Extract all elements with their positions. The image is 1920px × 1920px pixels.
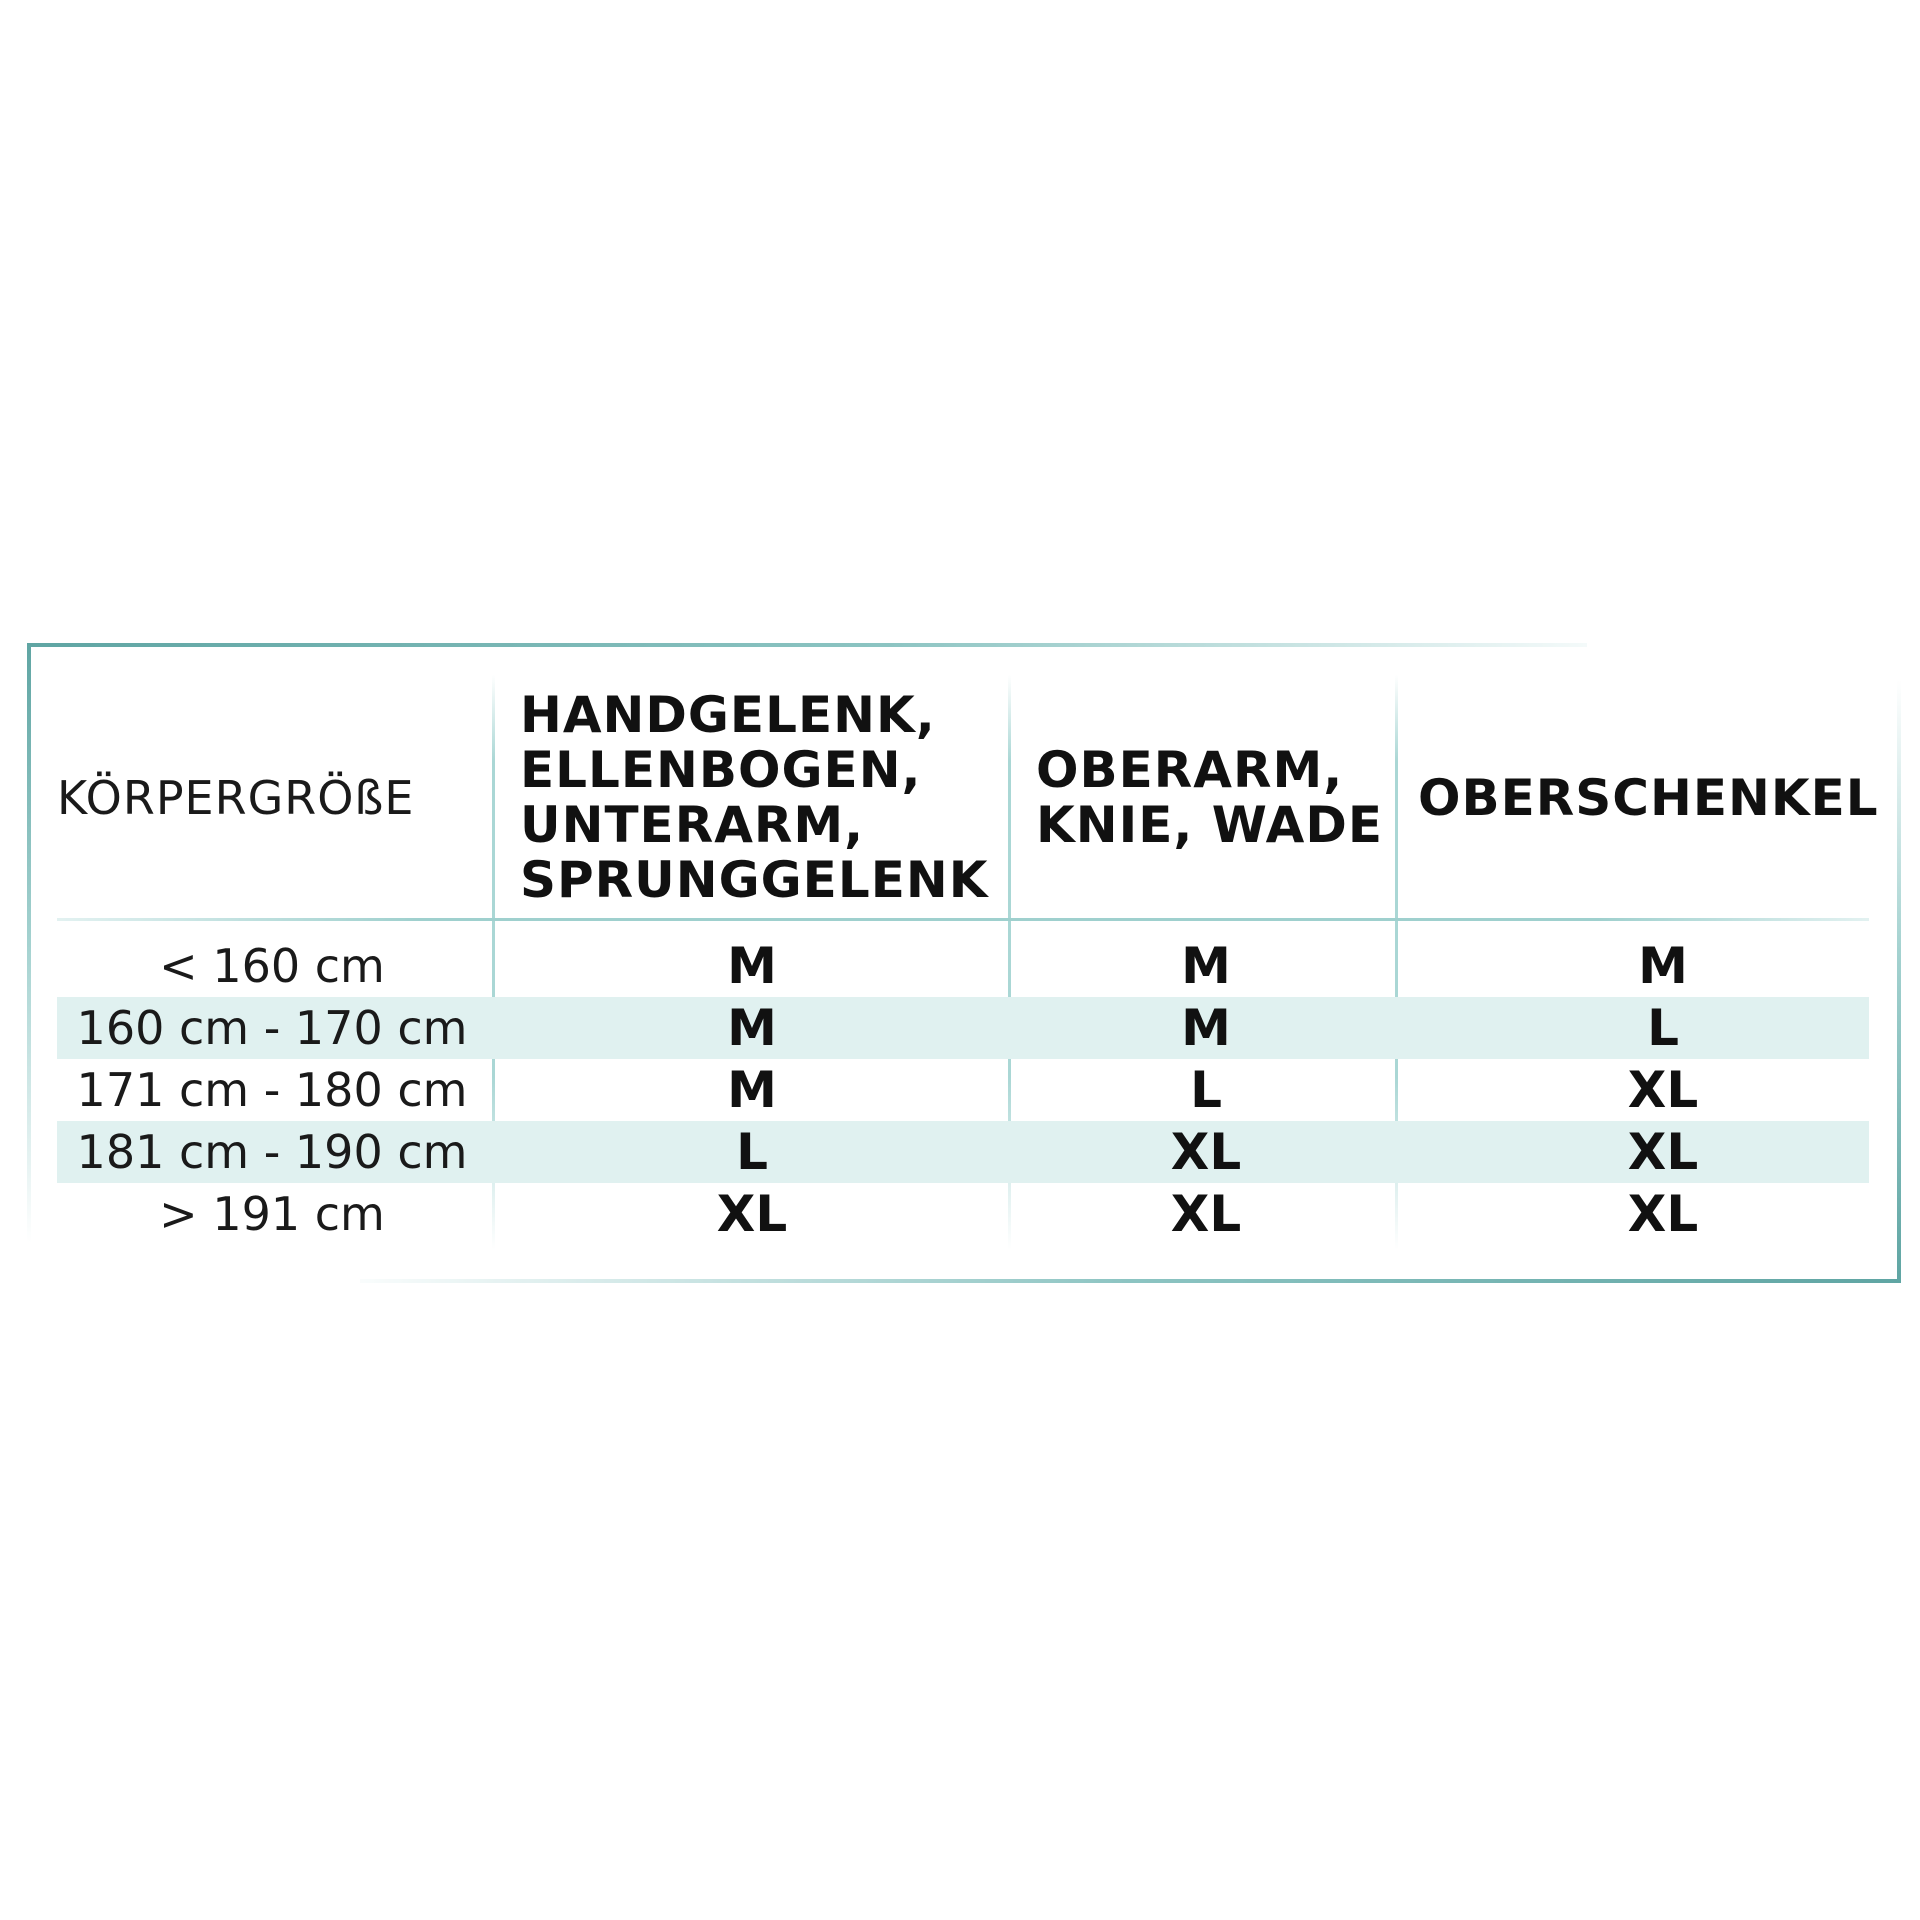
header-wrist-elbow-forearm-ankle: HANDGELENK, ELLENBOGEN, UNTERARM, SPRUNG… bbox=[520, 680, 1000, 916]
size-cell: M bbox=[1181, 937, 1231, 995]
header-divider bbox=[57, 918, 1869, 921]
size-cell: L bbox=[1190, 1061, 1222, 1119]
table-row: < 160 cm M M M bbox=[57, 935, 1869, 997]
header-upperarm-knee-calf: OBERARM, KNIE, WADE bbox=[1036, 680, 1386, 916]
header-label: KNIE, WADE bbox=[1036, 796, 1384, 854]
header-label: ELLENBOGEN, bbox=[520, 741, 922, 799]
table-row: 181 cm - 190 cm L XL XL bbox=[57, 1121, 1869, 1183]
height-range-cell: > 191 cm bbox=[159, 1187, 385, 1241]
size-cell: M bbox=[727, 999, 777, 1057]
height-range-cell: < 160 cm bbox=[159, 939, 385, 993]
header-label: KÖRPERGRÖßE bbox=[57, 771, 415, 825]
header-label: UNTERARM, bbox=[520, 796, 865, 854]
size-cell: M bbox=[1181, 999, 1231, 1057]
header-label: SPRUNGGELENK bbox=[520, 851, 989, 909]
frame-left-border bbox=[27, 643, 31, 1243]
column-divider bbox=[1008, 675, 1011, 1250]
frame-bottom-border bbox=[360, 1279, 1901, 1283]
size-cell: XL bbox=[1170, 1185, 1242, 1243]
column-divider bbox=[492, 675, 495, 1250]
size-cell: XL bbox=[1170, 1123, 1242, 1181]
header-label: HANDGELENK, bbox=[520, 686, 936, 744]
height-range-cell: 171 cm - 180 cm bbox=[76, 1063, 468, 1117]
height-range-cell: 181 cm - 190 cm bbox=[76, 1125, 468, 1179]
table-row: 160 cm - 170 cm M M L bbox=[57, 997, 1869, 1059]
size-cell: XL bbox=[716, 1185, 788, 1243]
size-cell: M bbox=[727, 937, 777, 995]
size-cell: L bbox=[736, 1123, 768, 1181]
size-cell: L bbox=[1647, 999, 1679, 1057]
table-row: 171 cm - 180 cm M L XL bbox=[57, 1059, 1869, 1121]
frame-right-border bbox=[1897, 680, 1901, 1283]
size-cell: XL bbox=[1627, 1185, 1699, 1243]
height-range-cell: 160 cm - 170 cm bbox=[76, 1001, 468, 1055]
frame-top-border bbox=[27, 643, 1587, 647]
size-cell: M bbox=[1638, 937, 1688, 995]
header-label: OBERSCHENKEL bbox=[1418, 768, 1879, 827]
header-thigh: OBERSCHENKEL bbox=[1418, 680, 1878, 916]
header-label: OBERARM, bbox=[1036, 741, 1344, 799]
table-row: > 191 cm XL XL XL bbox=[57, 1183, 1869, 1245]
size-cell: XL bbox=[1627, 1061, 1699, 1119]
size-cell: XL bbox=[1627, 1123, 1699, 1181]
header-body-height: KÖRPERGRÖßE bbox=[57, 680, 487, 916]
column-divider bbox=[1395, 675, 1398, 1250]
size-cell: M bbox=[727, 1061, 777, 1119]
